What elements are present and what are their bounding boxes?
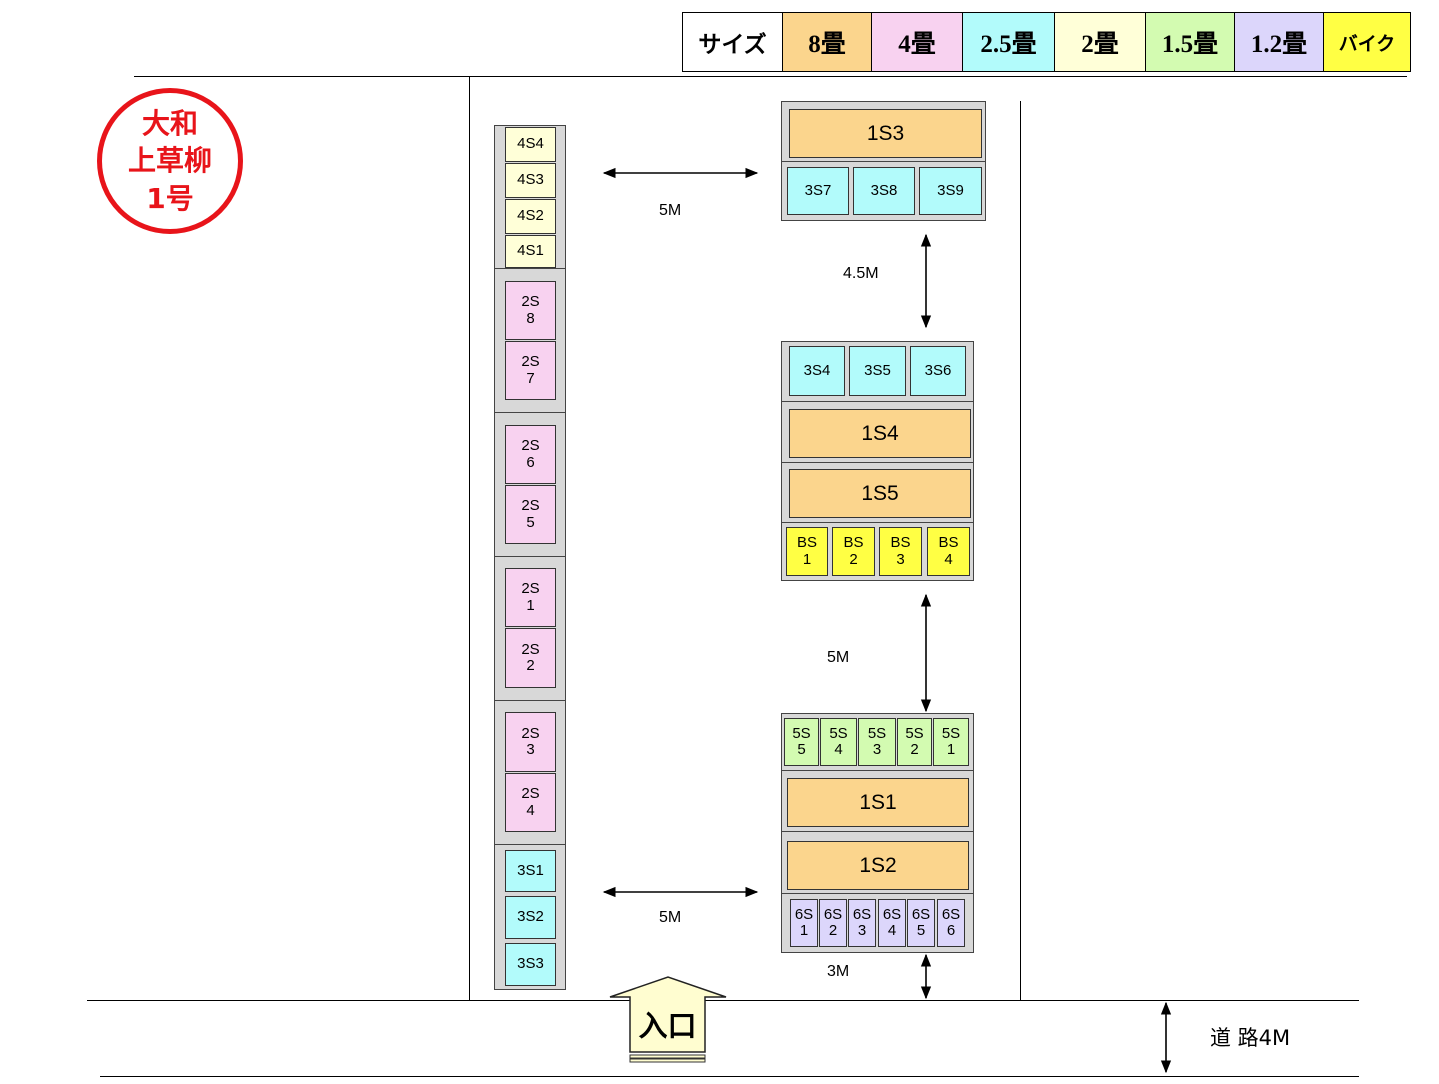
unit-bs3[interactable]: BS 3	[879, 527, 922, 576]
unit-5s2[interactable]: 5S 2	[897, 718, 932, 766]
unit-5s1[interactable]: 5S 1	[933, 718, 969, 766]
block-divider	[781, 770, 974, 771]
distance-label-upper: 4.5M	[843, 265, 879, 282]
unit-1s2[interactable]: 1S2	[787, 841, 969, 890]
stamp-line-3: 1号	[146, 181, 194, 215]
left-divider	[494, 268, 566, 269]
block-divider	[781, 522, 974, 523]
legend-header: サイズ	[683, 13, 783, 71]
left-divider	[494, 556, 566, 557]
unit-6s2[interactable]: 6S 2	[819, 899, 847, 947]
unit-2s7[interactable]: 2S 7	[505, 341, 556, 400]
stamp-line-2: 上草柳	[127, 144, 212, 178]
unit-1s3[interactable]: 1S3	[789, 109, 982, 158]
site-boundary-right	[1020, 101, 1021, 1001]
road-edge-bottom	[100, 1076, 1359, 1077]
unit-6s1[interactable]: 6S 1	[790, 899, 818, 947]
block-divider	[781, 161, 986, 162]
unit-3s2[interactable]: 3S2	[505, 896, 556, 939]
unit-4s4[interactable]: 4S4	[505, 127, 556, 162]
unit-3s8[interactable]: 3S8	[853, 167, 915, 215]
entrance-label: 入口	[638, 1009, 697, 1043]
unit-bs4[interactable]: BS 4	[927, 527, 970, 576]
left-divider	[494, 412, 566, 413]
unit-3s4[interactable]: 3S4	[789, 346, 845, 396]
location-stamp: 大和 上草柳 1号	[97, 88, 243, 234]
unit-1s4[interactable]: 1S4	[789, 409, 971, 458]
unit-3s1[interactable]: 3S1	[505, 850, 556, 892]
legend-8jo: 8畳	[783, 13, 872, 71]
entrance-arrow-icon	[609, 976, 727, 1063]
unit-3s5[interactable]: 3S5	[849, 346, 906, 396]
unit-6s5[interactable]: 6S 5	[907, 899, 935, 947]
unit-2s6[interactable]: 2S 6	[505, 425, 556, 484]
unit-4s3[interactable]: 4S3	[505, 163, 556, 198]
unit-2s8[interactable]: 2S 8	[505, 281, 556, 340]
unit-4s1[interactable]: 4S1	[505, 235, 556, 268]
distance-label-bottom: 5M	[659, 909, 682, 926]
unit-2s5[interactable]: 2S 5	[505, 485, 556, 544]
legend-1-5jo: 1.5畳	[1146, 13, 1235, 71]
size-legend: サイズ 8畳 4畳 2.5畳 2畳 1.5畳 1.2畳 バイク	[682, 12, 1411, 72]
left-divider	[494, 844, 566, 845]
unit-6s6[interactable]: 6S 6	[937, 899, 965, 947]
block-divider	[781, 831, 974, 832]
unit-bs1[interactable]: BS 1	[786, 527, 828, 576]
site-boundary-top	[134, 76, 1407, 77]
block-divider	[781, 893, 974, 894]
legend-1-2jo: 1.2畳	[1235, 13, 1324, 71]
unit-3s9[interactable]: 3S9	[919, 167, 982, 215]
unit-2s3[interactable]: 2S 3	[505, 712, 556, 772]
legend-4jo: 4畳	[872, 13, 963, 71]
block-divider	[781, 401, 974, 402]
unit-2s1[interactable]: 2S 1	[505, 568, 556, 627]
legend-bike: バイク	[1324, 13, 1410, 71]
site-boundary-left	[469, 77, 470, 1001]
legend-2-5jo: 2.5畳	[963, 13, 1055, 71]
unit-2s4[interactable]: 2S 4	[505, 773, 556, 832]
unit-4s2[interactable]: 4S2	[505, 199, 556, 234]
unit-3s7[interactable]: 3S7	[787, 167, 849, 215]
unit-6s3[interactable]: 6S 3	[848, 899, 876, 947]
left-container-column	[494, 125, 566, 990]
distance-label-lowest: 3M	[827, 963, 850, 980]
road-edge-top	[87, 1000, 1359, 1001]
unit-1s1[interactable]: 1S1	[787, 778, 969, 827]
unit-6s4[interactable]: 6S 4	[878, 899, 906, 947]
unit-5s3[interactable]: 5S 3	[858, 718, 896, 766]
unit-5s4[interactable]: 5S 4	[820, 718, 857, 766]
unit-1s5[interactable]: 1S5	[789, 469, 971, 518]
unit-3s3[interactable]: 3S3	[505, 943, 556, 986]
stamp-line-1: 大和	[141, 107, 198, 141]
legend-2jo: 2畳	[1055, 13, 1146, 71]
unit-2s2[interactable]: 2S 2	[505, 628, 556, 688]
unit-5s5[interactable]: 5S 5	[784, 718, 819, 766]
block-divider	[781, 462, 974, 463]
unit-3s6[interactable]: 3S6	[910, 346, 966, 396]
unit-bs2[interactable]: BS 2	[832, 527, 875, 576]
left-divider	[494, 700, 566, 701]
distance-label-top: 5M	[659, 202, 682, 219]
distance-label-middle: 5M	[827, 649, 850, 666]
road-label: 道 路4M	[1210, 1026, 1291, 1050]
